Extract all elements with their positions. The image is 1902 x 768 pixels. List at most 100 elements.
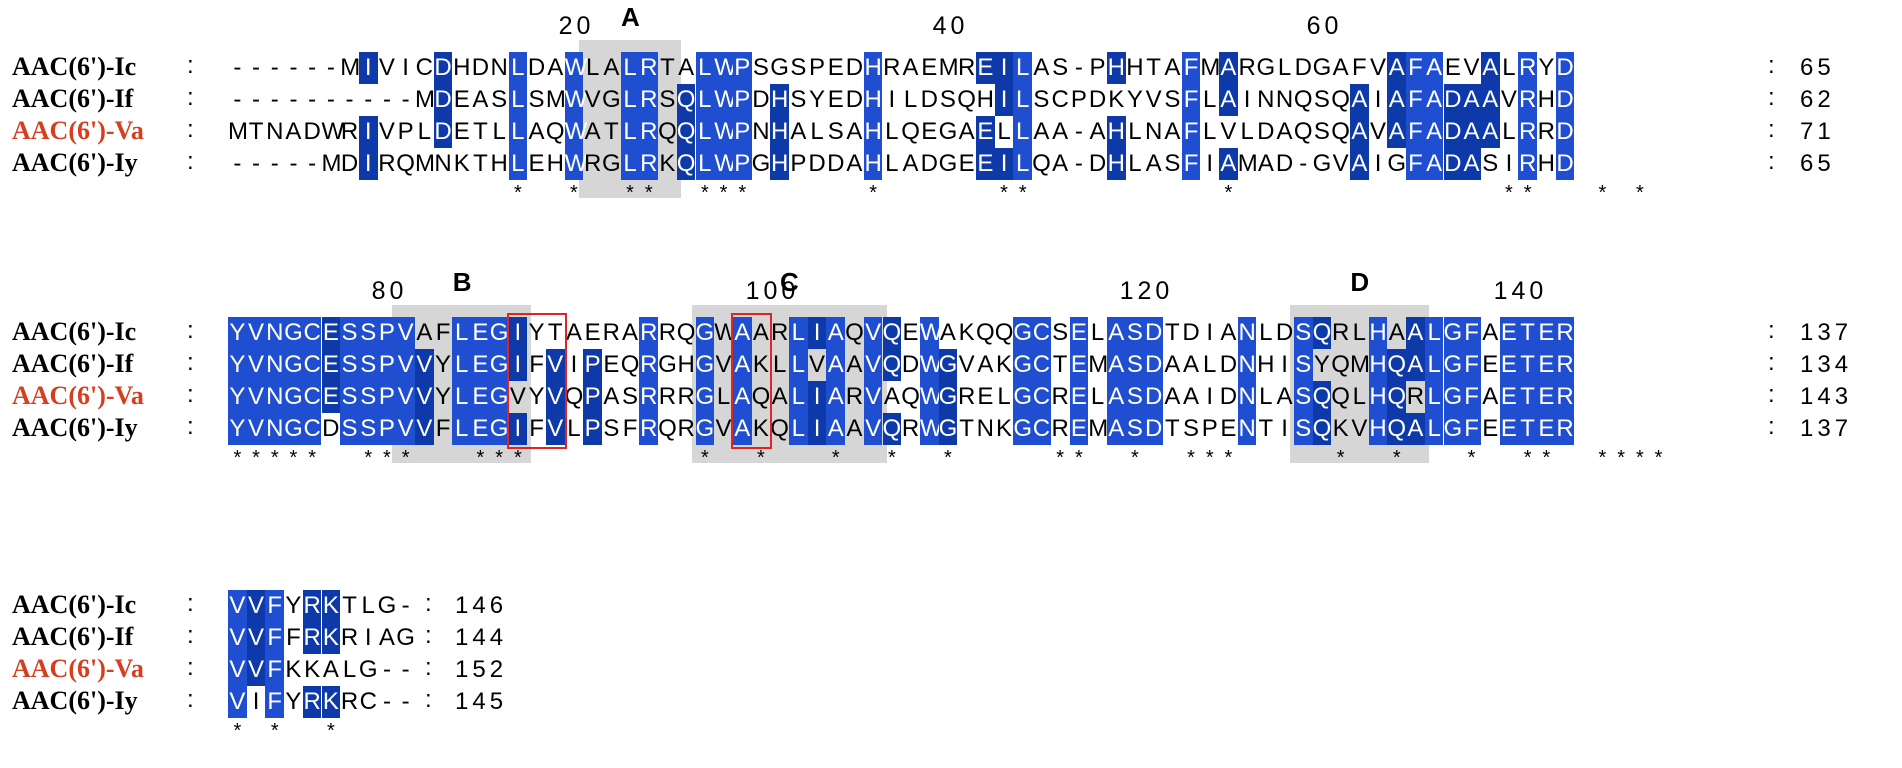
residue: L xyxy=(903,86,918,113)
residue: T xyxy=(1518,349,1537,381)
separator-colon: : xyxy=(187,654,194,681)
residue: F xyxy=(1462,413,1481,445)
residue: Q xyxy=(976,319,995,346)
residue: G xyxy=(396,624,415,651)
residue: L xyxy=(789,413,808,445)
residue: Q xyxy=(1312,413,1332,445)
residue: I xyxy=(402,54,409,81)
residue: L xyxy=(1502,118,1516,145)
residue: F xyxy=(265,654,285,686)
residue: Y xyxy=(285,592,302,619)
residue: G xyxy=(1312,150,1332,177)
residue: G xyxy=(1256,54,1276,81)
consensus-star: * xyxy=(1224,447,1233,469)
residue: R xyxy=(1555,381,1575,413)
residue: N xyxy=(1275,86,1294,113)
residue: V xyxy=(1332,150,1349,177)
residue: R xyxy=(302,590,322,622)
residue: A xyxy=(547,54,564,81)
residue: A xyxy=(846,351,863,378)
residue: Q xyxy=(1331,383,1350,410)
sequence-name: AAC(6')-Va xyxy=(12,381,144,410)
residue: V xyxy=(396,413,415,445)
residue: C xyxy=(359,688,377,715)
residue: Q xyxy=(676,116,696,148)
residue: G xyxy=(1013,349,1033,381)
residue: G xyxy=(284,317,303,349)
residue: M xyxy=(545,86,566,113)
consensus-star: * xyxy=(1654,447,1663,469)
residue: R xyxy=(639,413,659,445)
residue: H xyxy=(863,148,883,180)
residue: - xyxy=(345,86,354,113)
residue: Y xyxy=(285,688,302,715)
residue: V xyxy=(863,317,883,349)
residue: S xyxy=(1293,381,1313,413)
residue: L xyxy=(1424,413,1444,445)
residue: Y xyxy=(528,383,545,410)
residue: E xyxy=(976,148,995,180)
residue: P xyxy=(377,317,397,349)
residue: - xyxy=(289,150,298,177)
residue: R xyxy=(639,84,659,116)
residue: N xyxy=(434,150,452,177)
consensus-star: * xyxy=(513,182,522,204)
residue: M xyxy=(415,150,435,177)
residue: F xyxy=(265,622,285,654)
residue: R xyxy=(302,622,322,654)
residue: H xyxy=(1368,413,1388,445)
consensus-star: * xyxy=(1542,447,1551,469)
residue: R xyxy=(1051,415,1069,442)
consensus-star: * xyxy=(476,447,485,469)
separator-colon: : xyxy=(1768,413,1775,440)
residue: I xyxy=(1281,351,1288,378)
consensus-star: * xyxy=(308,447,317,469)
residue: D xyxy=(433,116,453,148)
residue: G xyxy=(938,381,958,413)
residue: V xyxy=(396,317,415,349)
residue: Q xyxy=(770,415,789,442)
position-label: 140 xyxy=(1493,277,1548,305)
residue: P xyxy=(583,349,602,381)
residue: T xyxy=(1518,413,1537,445)
residue: G xyxy=(1312,54,1332,81)
row-end-number: 65 xyxy=(1800,54,1835,81)
consensus-star: * xyxy=(644,182,653,204)
residue: A xyxy=(1480,84,1500,116)
residue: E xyxy=(453,118,470,145)
residue: G xyxy=(358,656,378,683)
residue: A xyxy=(1164,54,1181,81)
residue: G xyxy=(489,413,509,445)
residue: G xyxy=(1013,317,1033,349)
row-end-number: 62 xyxy=(1800,86,1835,113)
residue: F xyxy=(1181,84,1201,116)
residue: S xyxy=(340,413,359,445)
residue: E xyxy=(321,317,341,349)
residue: L xyxy=(452,349,472,381)
residue: W xyxy=(919,413,943,445)
residue: K xyxy=(321,686,341,718)
residue: V xyxy=(1463,54,1480,81)
residue: T xyxy=(473,118,488,145)
residue: T xyxy=(342,592,357,619)
residue: Y xyxy=(228,413,247,445)
residue: T xyxy=(473,150,488,177)
residue: W xyxy=(714,148,737,180)
residue: E xyxy=(471,317,490,349)
residue: L xyxy=(452,317,472,349)
residue: - xyxy=(364,86,373,113)
residue: C xyxy=(1032,413,1051,445)
residue: C xyxy=(1032,381,1051,413)
residue: D xyxy=(303,118,321,145)
sequence-name: AAC(6')-If xyxy=(12,84,134,113)
consensus-star: * xyxy=(1187,447,1195,469)
residue: G xyxy=(658,351,677,378)
residue: F xyxy=(1181,52,1201,84)
residue: N xyxy=(1237,349,1257,381)
residue: F xyxy=(622,415,638,442)
residue: E xyxy=(1537,413,1556,445)
residue: Y xyxy=(1313,351,1330,378)
residue: F xyxy=(529,415,544,442)
residue: V xyxy=(246,317,266,349)
residue: L xyxy=(620,52,640,84)
